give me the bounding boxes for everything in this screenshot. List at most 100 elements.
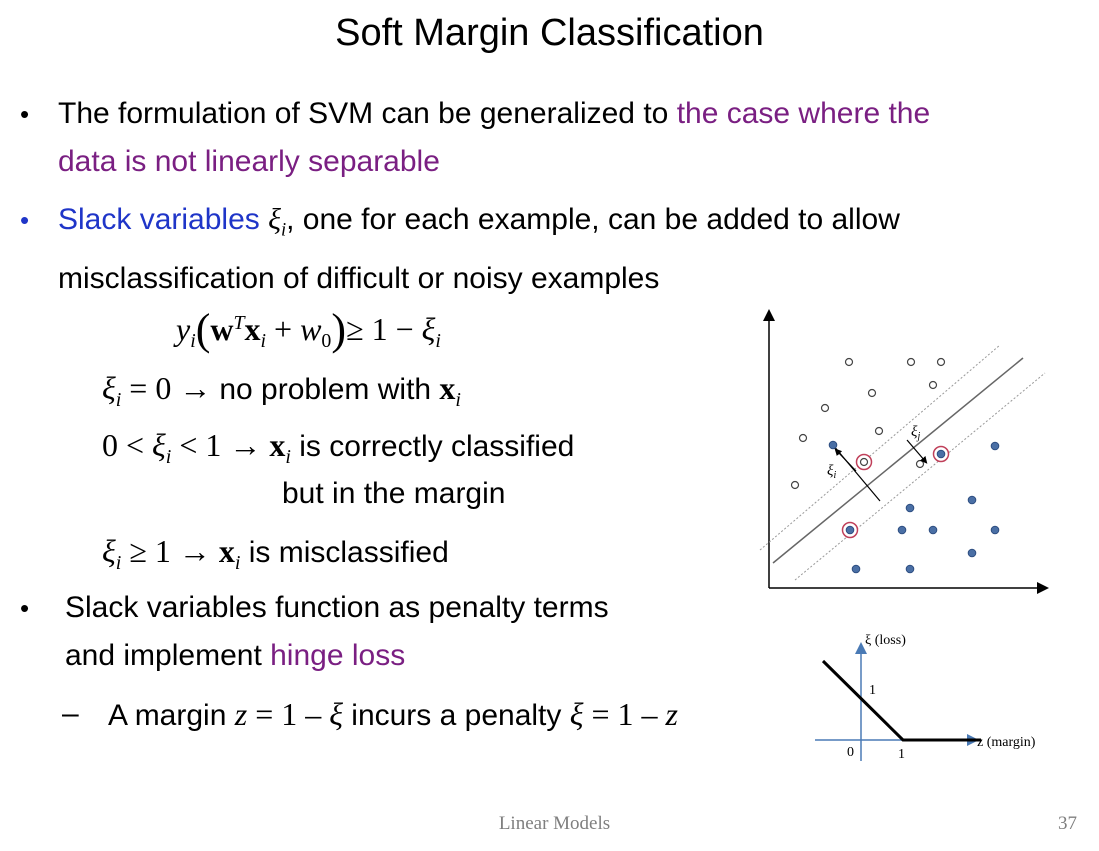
negative-point [867,388,877,398]
formula-x: x [244,311,261,347]
case-in-margin-line2: but in the margin [282,477,506,510]
case-in-margin: 0 < ξi < 1 → xi is correctly classified [102,425,574,477]
bullet-marker: • [20,593,30,623]
hinge-x-tick-1: 1 [898,747,905,762]
bullet-text: A margin [108,699,235,732]
case-no-problem: ξi = 0 → no problem with xi [102,368,461,420]
formula-w: w [210,311,234,347]
negative-point [798,433,808,443]
x-subscript: i [234,552,241,574]
case-lhs: 0 < [102,427,153,463]
slack-arrow-i [834,448,857,472]
slide-page-number: 37 [1058,813,1077,834]
positive-point [928,525,938,535]
case-mid: < 1 → [171,427,270,463]
svm-margin-diagram: ξi ξj [759,309,1049,594]
xi-subscript: i [115,552,122,574]
x-subscript: i [455,389,461,411]
constraint-formula: yi(wTxi + w0)≥ 1 − ξi [176,304,441,355]
case-lhs: ≥ 1 → [121,533,219,569]
x-symbol: x [269,427,286,463]
xi-symbol: ξ [152,427,166,463]
equation-part: = 1 – [583,696,666,732]
case-misclassified: ξi ≥ 1 → xi is misclassified [102,531,449,583]
xi-symbol: ξ [102,370,116,406]
negative-point [906,357,916,367]
dash-marker: – [62,697,79,730]
bullet-text: , one for each example, can be added to … [286,203,900,236]
xi-symbol: ξ [569,696,584,732]
formula-sub-i: i [435,329,441,352]
hinge-loss-plot: ξ (loss) z (margin) 1 0 1 [815,633,1036,762]
formula-w0: w [300,311,322,347]
positive-point [897,525,907,535]
margin-line-upper [759,344,1001,551]
slack-point [859,457,869,467]
hinge-loss-highlight: hinge loss [270,639,406,672]
bullet-text: Slack variables function as penalty term… [65,591,609,624]
z-symbol: z [665,696,678,732]
highlight-nonseparable-1: the case where the [676,97,931,130]
negative-point [928,380,938,390]
negative-point [874,426,884,436]
case-text: no problem with [219,373,440,406]
bullet-svm-generalized: The formulation of SVM can be generalize… [58,90,1088,186]
z-symbol: z [234,696,248,732]
negative-point [915,459,925,469]
hinge-x-tick-0: 0 [847,745,854,760]
negative-point [844,357,854,367]
slack-label-j: ξj [911,424,920,442]
slack-label-i: ξi [827,463,836,481]
slide-title: Soft Margin Classification [335,12,764,54]
case-text: is correctly classified [290,430,575,463]
hinge-loss-curve [821,659,981,742]
xi-symbol: ξ [329,696,343,732]
formula-xi: ξ [421,311,436,347]
bullet-text: incurs a penalty [342,699,570,732]
xi-subscript: i [165,446,172,468]
formula-y: y [176,311,191,347]
slack-point [936,449,946,459]
positive-point [905,564,915,574]
x-symbol: x [218,533,235,569]
case-lhs: = 0 → [121,370,220,406]
xi-subscript: i [115,389,122,411]
xi-subscript: i [280,219,287,241]
bullet-text: The formulation of SVM can be generalize… [58,97,677,130]
positive-point [990,525,1000,535]
decision-boundary [772,357,1024,564]
slack-arrow-j [906,439,928,464]
negative-point [936,357,946,367]
formula-sub-0: 0 [321,329,332,352]
hinge-y-label: ξ (loss) [865,633,906,648]
case-text: is misclassified [240,536,449,569]
slack-variables-label: Slack variables [58,203,269,236]
hinge-x-label: z (margin) [977,735,1036,750]
negative-point [820,403,830,413]
formula-rparen: ) [331,305,346,354]
formula-rhs: ≥ 1 − [346,311,422,347]
positive-point [828,440,838,450]
negative-point [790,480,800,490]
x-symbol: x [439,370,456,406]
xi-symbol: ξ [268,203,281,236]
positive-point [967,548,977,558]
slack-point [845,525,855,535]
sub-bullet-margin-penalty: A margin z = 1 – ξ incurs a penalty ξ = … [108,692,678,738]
positive-point [905,503,915,513]
negative-points [790,357,946,490]
formula-plus: + [266,311,301,347]
hinge-y-tick-1: 1 [869,683,876,698]
highlight-nonseparable-2: data is not linearly separable [58,145,440,178]
formula-sub-i: i [260,329,267,352]
formula-sup-T: T [233,312,245,335]
positive-points [828,440,1000,574]
positive-point [851,564,861,574]
formula-sub-i: i [190,329,196,352]
bullet-marker: • [20,99,30,129]
bullet-hinge-loss: Slack variables function as penalty term… [65,584,745,680]
bullet-text-line2: and implement [65,639,271,672]
slack-points [841,445,950,539]
positive-point [967,495,977,505]
bullet-text-line2: misclassification of difficult or noisy … [58,261,660,295]
